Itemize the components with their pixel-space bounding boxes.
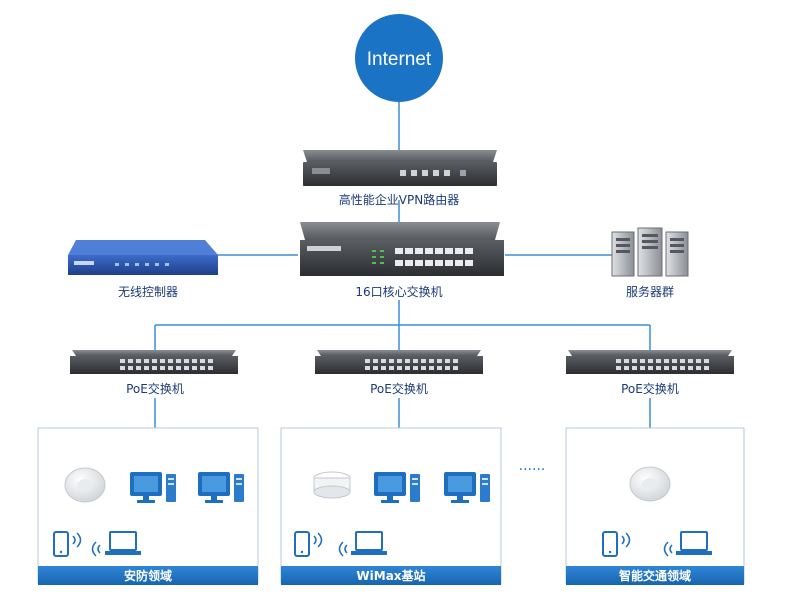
- smartphone-icon: [294, 531, 323, 557]
- desktop-computer-icon: [374, 472, 420, 503]
- router-label: 高性能企业VPN路由器: [339, 192, 459, 207]
- desktop-computer-icon: [130, 472, 176, 503]
- poe-switch-icon: [566, 350, 734, 374]
- server-cluster-icon: [611, 227, 689, 277]
- smartphone-icon: [602, 531, 631, 557]
- internet-label: Internet: [367, 49, 432, 70]
- laptop-icon: [338, 531, 387, 557]
- desktop-computer-icon: [444, 472, 490, 503]
- internet-node: Internet: [355, 14, 443, 102]
- area-label: 智能交通领域: [618, 568, 691, 583]
- access-point-icon: [64, 467, 106, 503]
- laptop-icon: [663, 531, 712, 557]
- core-switch-icon: [300, 222, 504, 276]
- area-label: 安防领域: [124, 568, 172, 583]
- server-cluster-label: 服务器群: [626, 284, 674, 299]
- poe-switch-icon: [70, 350, 238, 374]
- access-point-icon: [629, 466, 671, 502]
- area-box-transport: 智能交通领域: [565, 427, 745, 585]
- area-box-security: 安防领域: [37, 427, 259, 585]
- poe-switch-label: PoE交换机: [126, 381, 184, 396]
- area-label: WiMax基站: [356, 568, 425, 583]
- poe-switch-icon: [315, 350, 483, 374]
- access-point-icon: [313, 471, 351, 499]
- smartphone-icon: [53, 531, 82, 557]
- desktop-computer-icon: [198, 472, 244, 503]
- ellipsis: ......: [519, 458, 546, 474]
- poe-switch-label: PoE交换机: [621, 381, 679, 396]
- laptop-icon: [91, 531, 141, 557]
- wireless-controller-label: 无线控制器: [118, 285, 178, 299]
- area-box-wimax: WiMax基站: [280, 427, 502, 585]
- wireless-controller-icon: [68, 240, 218, 275]
- vpn-router-icon: [303, 150, 497, 186]
- poe-switch-label: PoE交换机: [370, 381, 428, 396]
- core-switch-label: 16口核心交换机: [355, 284, 442, 299]
